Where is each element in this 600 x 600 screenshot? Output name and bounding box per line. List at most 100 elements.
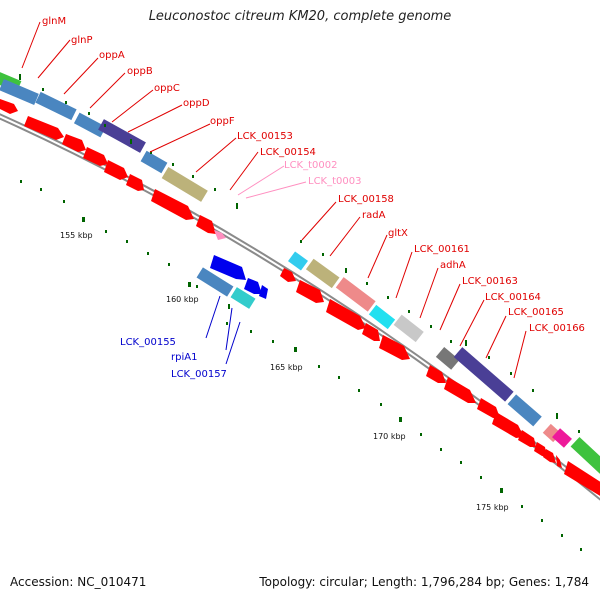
scale-dot xyxy=(20,180,22,183)
cds-arrow xyxy=(126,174,144,191)
ring-tick xyxy=(345,268,347,273)
cds-arrow xyxy=(0,99,18,114)
scale-dot xyxy=(541,519,543,522)
gene-label: radA xyxy=(362,210,386,221)
cds-arrow xyxy=(362,323,380,341)
leader-line xyxy=(63,57,99,95)
scale-label: 160 kbp xyxy=(166,295,199,304)
scale-dot xyxy=(480,476,482,479)
gene-box xyxy=(140,150,168,174)
scale-dot xyxy=(338,376,340,379)
scale-label: 165 kbp xyxy=(270,363,303,372)
scale-dot xyxy=(168,263,170,266)
gene-box xyxy=(35,91,77,121)
scale-dot xyxy=(318,365,320,368)
ring-tick xyxy=(65,101,67,104)
cds-arrow xyxy=(151,189,194,220)
forward-strand-cds xyxy=(0,99,600,496)
ring-tick xyxy=(42,88,44,91)
ring-tick xyxy=(532,389,534,392)
leader-line xyxy=(111,89,154,123)
cds-arrow xyxy=(104,160,128,180)
ring-tick xyxy=(556,413,558,419)
gene-label: adhA xyxy=(440,260,466,271)
leader-line xyxy=(225,307,233,351)
gene-label: LCK_t0003 xyxy=(308,176,361,187)
leader-line xyxy=(195,137,237,173)
leader-line xyxy=(149,123,211,153)
scale-dot xyxy=(460,461,462,464)
cds-arrow xyxy=(477,398,500,418)
leader-line xyxy=(89,72,126,109)
cds-arrow xyxy=(196,215,216,234)
cds-arrow xyxy=(564,461,600,496)
scale-dot xyxy=(272,340,274,343)
scale-dot xyxy=(147,252,149,255)
cds-arrow xyxy=(296,280,324,303)
cds-arrow xyxy=(534,442,547,457)
accession-label: Accession: NC_010471 xyxy=(10,575,147,589)
gene-box xyxy=(335,277,376,312)
gene-label: LCK_00153 xyxy=(237,131,293,142)
scale-dots xyxy=(19,74,582,551)
leader-line xyxy=(205,295,221,339)
leader-line xyxy=(485,315,507,359)
ring-tick xyxy=(228,304,230,309)
scale-dot xyxy=(105,230,107,233)
ring-tick xyxy=(300,240,302,243)
gene-box xyxy=(288,251,308,271)
leader-line xyxy=(395,251,413,299)
gene-box xyxy=(98,119,146,153)
ring-tick xyxy=(192,175,194,178)
leader-line xyxy=(419,267,439,319)
gene-label: LCK_t0002 xyxy=(284,160,337,171)
ring-tick xyxy=(236,203,238,209)
gene-labels-bottom: LCK_00155 rpiA1 LCK_00157 xyxy=(120,337,227,380)
cds-arrow xyxy=(543,449,556,463)
leader-line xyxy=(229,151,259,191)
gene-label: oppF xyxy=(210,116,235,127)
gene-label: LCK_00164 xyxy=(485,292,541,303)
gene-label: oppD xyxy=(183,98,210,109)
leader-line xyxy=(439,283,461,331)
scale-label: 170 kbp xyxy=(373,432,406,441)
scale-dot xyxy=(126,240,128,243)
cds-arrow xyxy=(556,455,562,468)
map-title: Leuconostoc citreum KM20, complete genom… xyxy=(148,9,452,24)
gene-label: LCK_00154 xyxy=(260,147,316,158)
scale-dot xyxy=(250,330,252,333)
gene-box xyxy=(393,314,424,343)
cds-arrow-reverse xyxy=(244,278,262,294)
ring-tick xyxy=(465,340,467,346)
leader-line xyxy=(245,181,307,199)
scale-dot xyxy=(561,534,563,537)
cds-arrow xyxy=(518,430,536,447)
ring-tick xyxy=(578,430,580,433)
leader-line xyxy=(367,234,388,279)
leader-line xyxy=(513,330,527,379)
scale-dot xyxy=(188,282,191,287)
scale-dot xyxy=(440,448,442,451)
scale-dot xyxy=(380,403,382,406)
leader-line xyxy=(237,165,285,196)
gene-box xyxy=(453,347,514,402)
scale-dot xyxy=(500,488,503,493)
gene-label: LCK_00163 xyxy=(462,276,518,287)
leader-line xyxy=(459,299,485,347)
genome-summary: Topology: circular; Length: 1,796,284 bp… xyxy=(259,575,589,589)
gene-box xyxy=(305,258,340,289)
gene-labels-top: glnM glnP oppA oppB oppC oppD oppF LCK_0… xyxy=(42,16,585,334)
ring-tick xyxy=(322,253,324,256)
scale-dot xyxy=(40,188,42,191)
scale-dot xyxy=(420,433,422,436)
ring-tick xyxy=(130,139,132,144)
gene-label: LCK_00155 xyxy=(120,337,176,348)
leader-line xyxy=(37,39,71,79)
cds-arrow xyxy=(24,116,64,140)
ring-tick xyxy=(408,310,410,313)
cds-arrow xyxy=(62,134,86,152)
cds-arrow xyxy=(326,299,366,330)
ring-tick xyxy=(19,74,21,80)
gene-label: LCK_00158 xyxy=(338,194,394,205)
label-leaders xyxy=(21,21,527,379)
